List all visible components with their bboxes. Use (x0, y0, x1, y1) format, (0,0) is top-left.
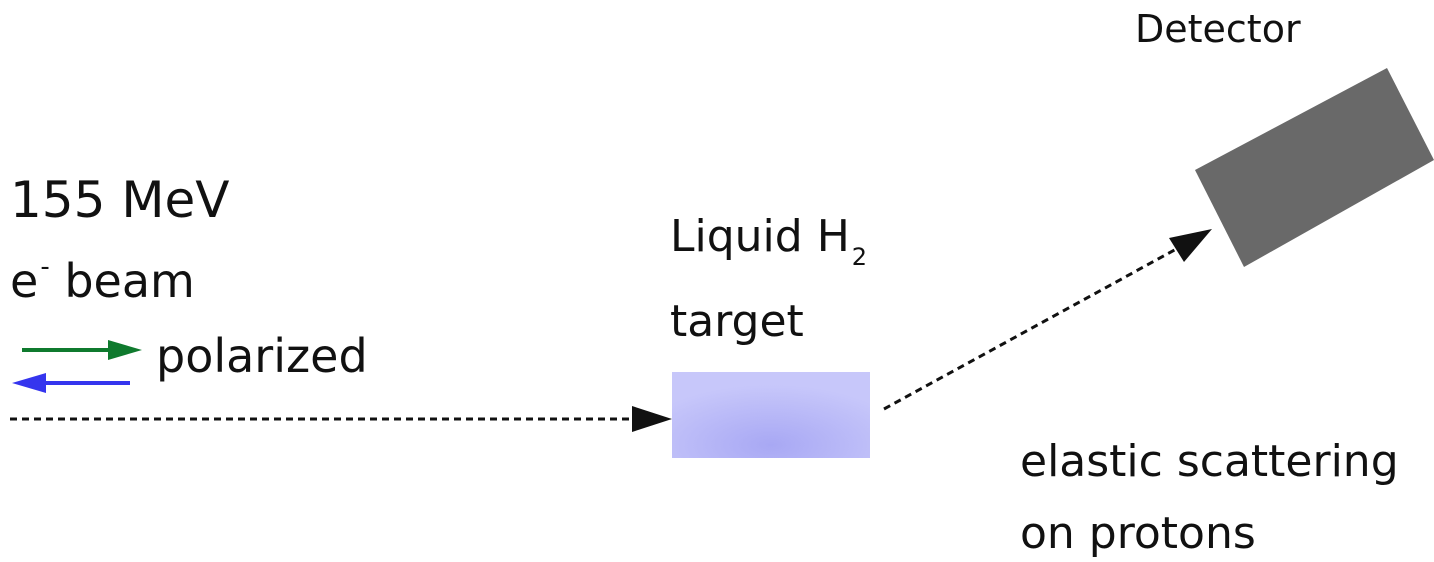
beam-energy-label: 155 MeV (10, 171, 230, 229)
target-name-label: Liquid H2 (670, 215, 867, 270)
process-label-line2: on protons (1020, 508, 1256, 559)
incoming-beam-arrowhead (632, 406, 672, 432)
polarization-arrows-icon (12, 340, 142, 393)
polarized-label: polarized (156, 329, 368, 383)
target-subscript: 2 (851, 243, 868, 271)
scattered-particle-arrowhead (1169, 229, 1212, 262)
scattered-particle-line (883, 245, 1181, 411)
polarization-backward-arrowhead (12, 373, 46, 393)
beam-particle-label: e- beam (10, 254, 195, 304)
beam-charge-superscript: - (40, 252, 50, 282)
process-label-line1: elastic scattering (1020, 436, 1399, 487)
beam-particle-symbol: e (10, 254, 39, 308)
target-name: Liquid H (670, 211, 850, 262)
polarization-forward-arrowhead (108, 340, 142, 360)
detector-block (1195, 68, 1434, 267)
target-word-label: target (670, 296, 804, 347)
detector-label: Detector (1135, 7, 1301, 51)
liquid-h2-target (672, 372, 870, 458)
beam-word: beam (64, 254, 195, 308)
